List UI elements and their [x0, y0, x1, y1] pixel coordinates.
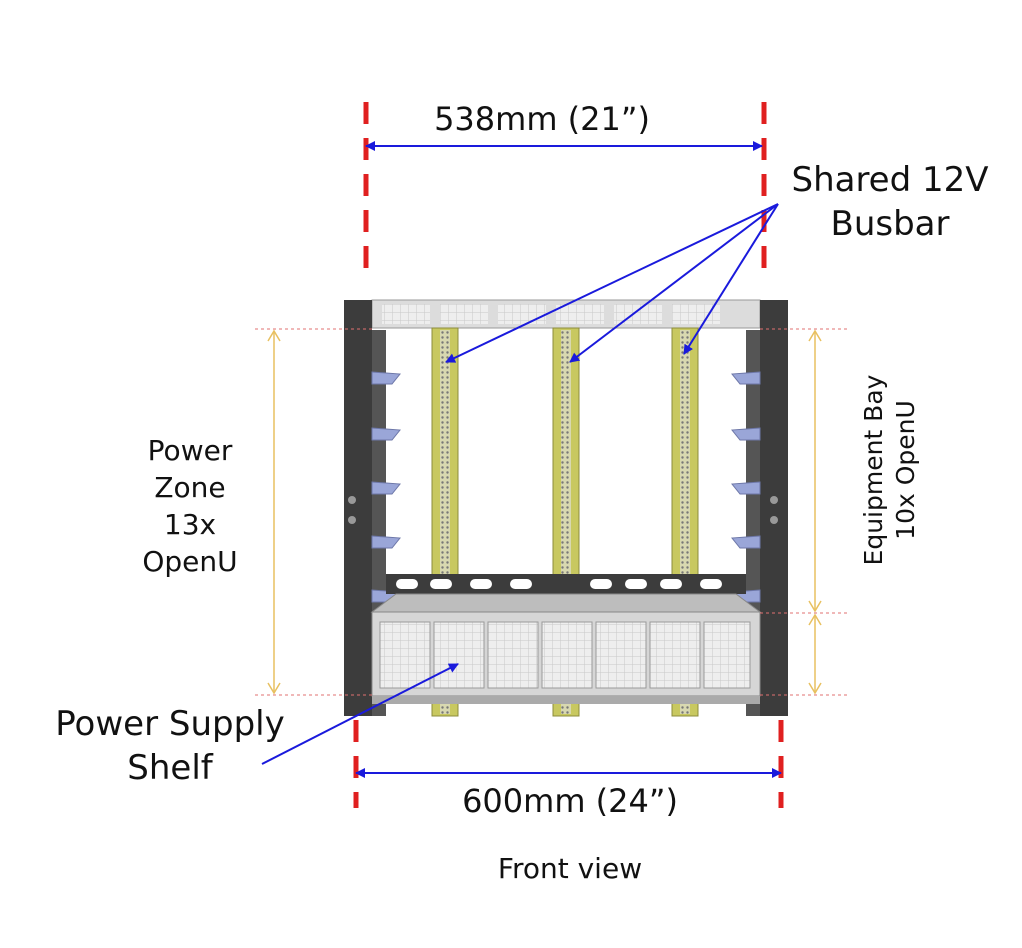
- zone-brackets: [255, 328, 850, 696]
- power-zone-label: Power Zone 13x OpenU: [100, 432, 280, 580]
- psu-callout-arrow: [261, 663, 459, 765]
- power-zone-line-2: Zone: [154, 471, 226, 504]
- view-caption: Front view: [497, 852, 643, 885]
- rack: [344, 299, 788, 717]
- bottom-boundary-dashes: [353, 720, 784, 808]
- power-zone-line-3: 13x: [163, 508, 217, 541]
- psu-label-line-2: Shelf: [127, 748, 213, 788]
- equipment-bay-line-1: Equipment Bay: [859, 374, 888, 566]
- top-width-label: 538mm (21”): [434, 100, 650, 138]
- power-zone-line-1: Power: [147, 434, 233, 467]
- bottom-width-label: 600mm (24”): [462, 782, 678, 820]
- busbar-label-line-1: Shared 12V: [791, 160, 989, 200]
- power-supply-shelf: [370, 593, 762, 704]
- equipment-bay-line-2: 10x OpenU: [891, 400, 920, 540]
- busbar-label: Shared 12V Busbar: [780, 158, 1000, 246]
- equipment-bay-label: Equipment Bay 10x OpenU: [858, 340, 922, 600]
- busbar-callout-arrows: [445, 203, 779, 363]
- power-supply-shelf-label: Power Supply Shelf: [30, 702, 310, 790]
- psu-label-line-1: Power Supply: [55, 704, 285, 744]
- power-zone-line-4: OpenU: [142, 545, 238, 578]
- top-boundary-dashes: [363, 102, 767, 278]
- busbar-label-line-2: Busbar: [830, 204, 950, 244]
